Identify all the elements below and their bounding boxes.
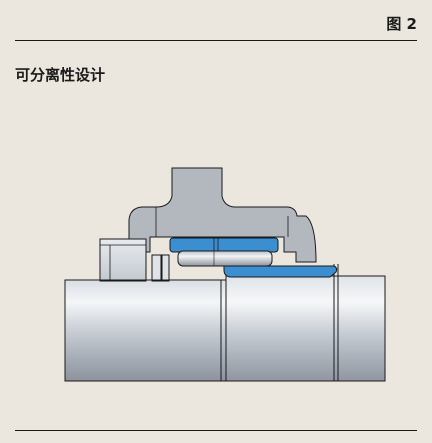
inner-ring (223, 265, 338, 278)
figure-number: 图 2 (386, 15, 417, 33)
spacer-ring (161, 254, 170, 282)
figure-title: 可分离性设计 (15, 66, 106, 84)
sleeve (225, 275, 386, 382)
footer-divider (15, 430, 417, 431)
header-divider (15, 40, 417, 41)
housing (128, 167, 317, 263)
spacer-ring (151, 254, 162, 282)
roller (177, 250, 273, 267)
outer-ring (169, 237, 279, 253)
left-seal-block (99, 238, 147, 282)
